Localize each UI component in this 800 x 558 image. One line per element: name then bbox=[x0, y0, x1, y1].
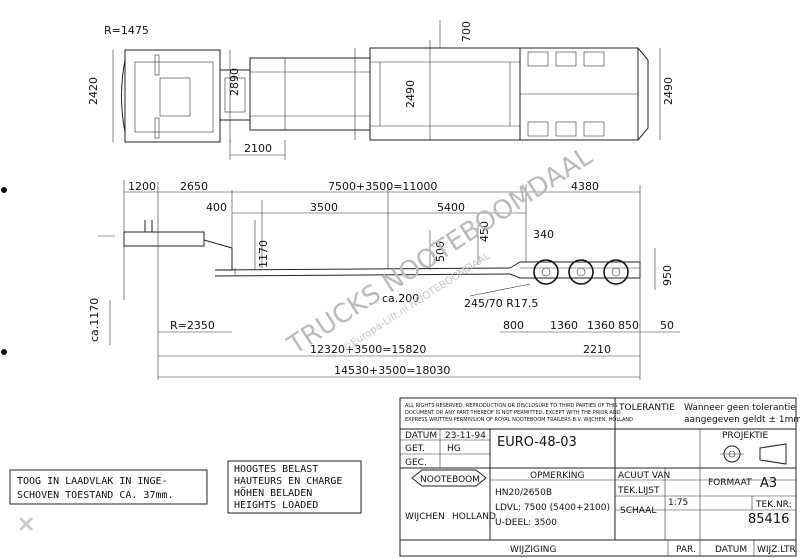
dim-width-2890: 2890 bbox=[228, 68, 241, 96]
dim-ca200: ca.200 bbox=[382, 292, 419, 305]
copyright-line2: DOCUMENT OR ANY PART THEREOF IS NOT PERM… bbox=[405, 410, 621, 416]
schaal-value: 1:75 bbox=[668, 498, 688, 508]
dim-r2350: R=2350 bbox=[170, 319, 215, 332]
projection-cone-icon bbox=[759, 443, 787, 465]
punch-hole-bottom bbox=[1, 349, 7, 355]
dim-18030: 14530+3500=18030 bbox=[334, 364, 450, 377]
dim-4380: 4380 bbox=[571, 180, 599, 193]
dim-15820: 12320+3500=15820 bbox=[310, 343, 426, 356]
dim-tyre-size: 245/70 R17.5 bbox=[464, 297, 538, 310]
opmerking-line3: U-DEEL: 3500 bbox=[495, 518, 557, 528]
top-view bbox=[112, 20, 661, 160]
wijchen-text: WIJCHEN bbox=[405, 512, 445, 522]
side-view-dims: 1200 2650 7500+3500=11000 4380 400 3500 … bbox=[88, 180, 674, 377]
tolerantie-text-2: aangegeven geldt ± 1mm bbox=[684, 415, 800, 425]
top-view-dims: R=1475 2420 2890 2490 700 2490 2100 bbox=[87, 21, 675, 155]
note-heights-de: HÖHEN BELADEN bbox=[234, 486, 312, 499]
copyright-line1: ALL RIGHTS RESERVED. REPRODUCTION OR DIS… bbox=[405, 403, 618, 409]
datum-label: DATUM bbox=[405, 431, 437, 441]
dim-rear-width: 2490 bbox=[662, 77, 675, 105]
logo-text: NOOTEBOOM bbox=[420, 475, 480, 485]
datum2-label: DATUM bbox=[715, 545, 747, 555]
dim-2210: 2210 bbox=[583, 343, 611, 356]
projektie-label: PROJEKTIE bbox=[722, 431, 768, 441]
tolerantie-text-1: Wanneer geen tolerantie bbox=[684, 403, 796, 413]
copyright-line3: EXPRESS WRITTEN PERMISSION OF ROYAL NOOT… bbox=[405, 417, 633, 423]
get-value: HG bbox=[447, 444, 461, 454]
dim-width-2420: 2420 bbox=[87, 77, 100, 105]
note-toog: TOOG IN LAADVLAK IN INGE- SCHOVEN TOESTA… bbox=[9, 469, 208, 505]
dim-width-2490: 2490 bbox=[404, 80, 417, 108]
par-label: PAR. bbox=[676, 545, 696, 555]
dim-1200: 1200 bbox=[128, 180, 156, 193]
formaat-value: A3 bbox=[760, 476, 777, 491]
wijziging-label: WIJZIGING bbox=[510, 545, 556, 555]
dim-1170: 1170 bbox=[257, 240, 270, 268]
wijz-ltr-label: WIJZ.LTR bbox=[757, 545, 796, 555]
punch-hole-top bbox=[1, 187, 7, 193]
acuut-van-label: ACUUT VAN bbox=[618, 471, 670, 481]
holland-text: HOLLAND bbox=[452, 512, 496, 522]
note-toog-line1: TOOG IN LAADVLAK IN INGE- bbox=[17, 476, 168, 487]
title-block: ALL RIGHTS RESERVED. REPRODUCTION OR DIS… bbox=[399, 397, 800, 557]
dim-340: 340 bbox=[533, 228, 554, 241]
dim-3500: 3500 bbox=[310, 201, 338, 214]
tek-nr-value: 85416 bbox=[748, 512, 789, 527]
dim-2100: 2100 bbox=[244, 142, 272, 155]
drawing-title: EURO-48-03 bbox=[497, 435, 577, 450]
tek-lijst-label: TEK.LIJST bbox=[617, 486, 660, 496]
dim-950: 950 bbox=[661, 265, 674, 286]
note-heights-nl: HOOGTES BELAST bbox=[234, 464, 318, 475]
opmerking-label: OPMERKING bbox=[530, 471, 585, 481]
note-heights-en: HEIGHTS LOADED bbox=[234, 500, 318, 511]
corner-mark bbox=[18, 516, 34, 532]
schaal-label: SCHAAL bbox=[620, 506, 656, 516]
dim-1360-a: 1360 bbox=[550, 319, 578, 332]
dim-400: 400 bbox=[206, 201, 227, 214]
gec-label: GEC. bbox=[405, 458, 427, 468]
side-view bbox=[98, 180, 680, 380]
formaat-label: FORMAAT bbox=[708, 478, 752, 488]
dim-ca1170: ca.1170 bbox=[88, 298, 101, 342]
note-heights: HOOGTES BELAST HAUTEURS EN CHARGE HÖHEN … bbox=[227, 460, 362, 514]
dim-2650: 2650 bbox=[180, 180, 208, 193]
dim-50: 50 bbox=[660, 319, 674, 332]
datum-value: 23-11-94 bbox=[445, 431, 486, 441]
get-label: GET. bbox=[405, 444, 425, 454]
tolerantie-label: TOLERANTIE bbox=[618, 403, 675, 413]
dim-500: 500 bbox=[434, 241, 447, 262]
dim-800: 800 bbox=[503, 319, 524, 332]
dim-radius: R=1475 bbox=[104, 24, 149, 37]
opmerking-line2: LDVL: 7500 (5400+2100) bbox=[495, 503, 610, 513]
dim-11000: 7500+3500=11000 bbox=[328, 180, 437, 193]
dim-850: 850 bbox=[618, 319, 639, 332]
note-toog-line2: SCHOVEN TOESTAND CA. 37mm. bbox=[17, 490, 174, 501]
tek-nr-label: TEK.NR: bbox=[755, 500, 792, 510]
dim-1360-b: 1360 bbox=[587, 319, 615, 332]
dim-450: 450 bbox=[478, 221, 491, 242]
opmerking-line1: HN20/2650B bbox=[495, 488, 552, 498]
note-heights-fr: HAUTEURS EN CHARGE bbox=[234, 476, 342, 487]
dim-5400: 5400 bbox=[437, 201, 465, 214]
dim-offset-700: 700 bbox=[460, 21, 473, 42]
nooteboom-logo bbox=[411, 469, 487, 487]
